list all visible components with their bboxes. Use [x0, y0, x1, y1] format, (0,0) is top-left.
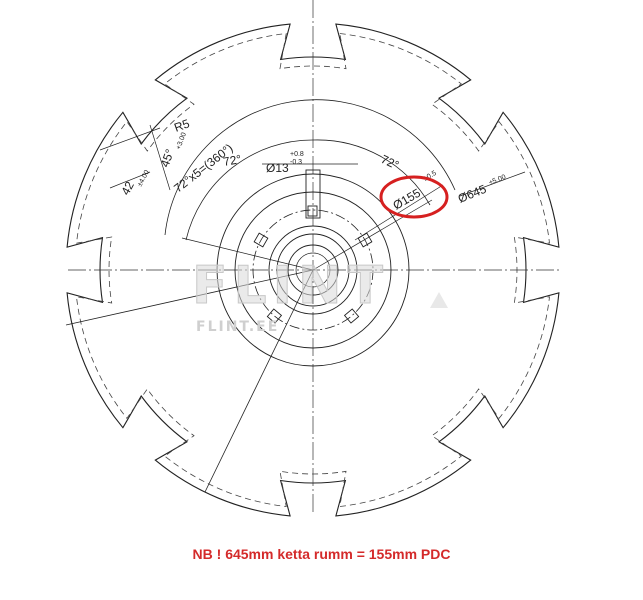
dim-hole-tol-lower: -0.3 [290, 159, 302, 166]
hub-circle-1 [216, 173, 410, 367]
bolt-holes [253, 232, 373, 324]
hub-circle-2 [234, 191, 392, 349]
pitch-circle-dashed [76, 33, 550, 507]
dim-angle-72-right: 72° [379, 152, 402, 172]
bolt-pcd-circle [252, 209, 374, 331]
dim-angle-45: 45° [158, 147, 177, 169]
dim-outer-tol: ±5.00 [488, 174, 507, 187]
hub-circle-4 [276, 233, 350, 307]
tooth-dim-line-3 [149, 124, 171, 191]
keyway-square [307, 205, 318, 217]
angle-arc-72-left [185, 139, 314, 241]
watermark-triangle-icon [430, 292, 448, 308]
pitch-angle-arc [164, 99, 456, 236]
radial-line-upper-left [181, 237, 314, 271]
pcd-highlight-ellipse [379, 175, 449, 219]
dim-outer-dia: Ø645 [456, 182, 489, 206]
dim-hole-tol-upper: +0.8 [290, 151, 304, 158]
watermark-site: FLINT.EE [196, 319, 279, 335]
bore-inner-circle [295, 252, 331, 288]
bolt-hole-3 [343, 308, 360, 324]
angle-arc-72-right [312, 139, 431, 206]
bolt-hole-1 [253, 232, 269, 248]
dimension-line-645 [459, 171, 526, 197]
pdc-note: NB ! 645mm ketta rumm = 155mm PDC [192, 546, 451, 562]
dim-angle-72-left: 72° [222, 152, 242, 169]
tooth-dim-line-2 [109, 171, 151, 189]
dim-pcd-dia: Ø155 [391, 186, 424, 213]
leader-line-lower [204, 269, 314, 493]
dim-tol-42: ±4.00 [137, 169, 151, 188]
bore-circle [287, 244, 339, 296]
watermark-logo: FLINT [192, 256, 389, 316]
dim-hole-dia: Ø13 [266, 161, 289, 175]
hub-circle-3 [268, 225, 358, 315]
leader-line-left [65, 269, 314, 326]
tooth-dim-line-1 [99, 127, 161, 151]
dim-r5: R5 [172, 116, 192, 135]
keyway-slot [305, 169, 321, 219]
sprocket-outline [66, 23, 560, 517]
bolt-hole-4 [266, 308, 283, 324]
dim-depth-42: 42 [118, 179, 137, 198]
dimension-line-155 [354, 184, 444, 241]
radial-line-upper-right [312, 199, 433, 271]
